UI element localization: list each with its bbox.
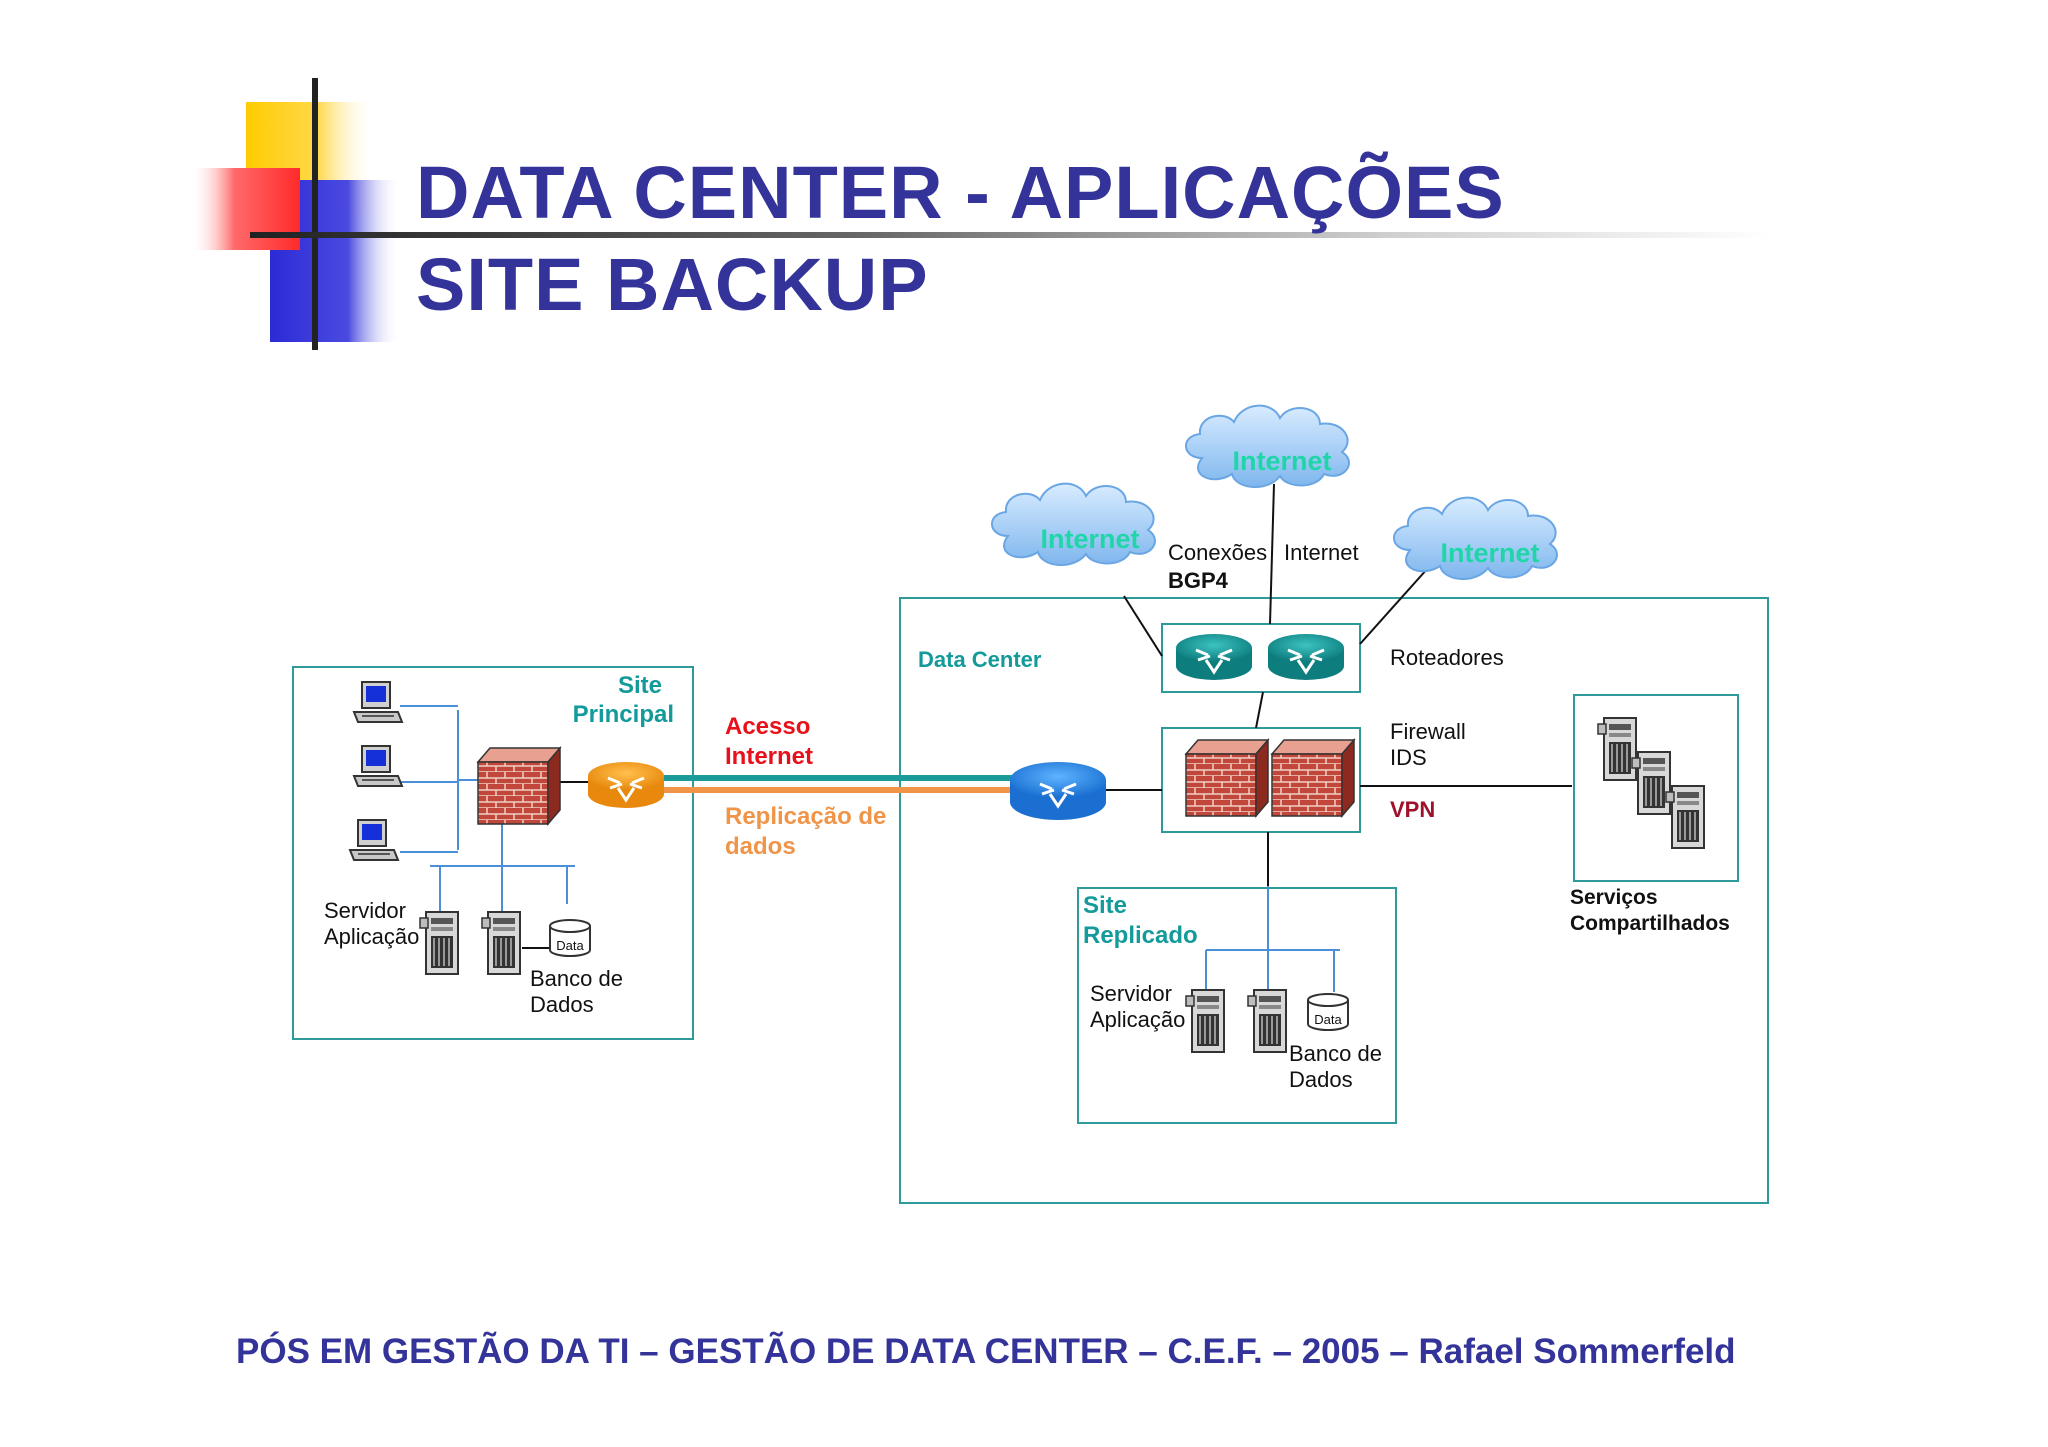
servicos-box <box>1573 694 1739 882</box>
firewall-label: Firewall <box>1390 719 1466 744</box>
firewall-icon <box>1184 737 1270 819</box>
servidor-rep-label-2: Aplicação <box>1090 1007 1185 1032</box>
db-data-label: Data <box>556 938 584 953</box>
cloud-label-left: Internet <box>1040 524 1139 554</box>
router-icon <box>1176 634 1252 680</box>
banco-rep-label-2: Dados <box>1289 1067 1353 1092</box>
servicos-label-2: Compartilhados <box>1570 912 1730 935</box>
replicado-lan-lines <box>1205 886 1340 992</box>
slide-footer: PÓS EM GESTÃO DA TI – GESTÃO DE DATA CEN… <box>236 1332 1736 1371</box>
slide-title-line1: DATA CENTER - APLICAÇÕES <box>416 151 1505 234</box>
data-center-label: Data Center <box>918 647 1042 672</box>
servidor-label-2: Aplicação <box>324 924 419 949</box>
ids-label: IDS <box>1390 745 1427 770</box>
server-icon <box>419 911 459 975</box>
internet-cloud-top: Internet <box>1184 404 1350 489</box>
banco-label-1: Banco de <box>530 966 623 991</box>
internet-cloud-right: Internet <box>1392 496 1558 581</box>
site-principal-label-1: Site <box>618 672 662 699</box>
server-icon <box>481 911 521 975</box>
site-replicado-label-2: Replicado <box>1083 922 1198 949</box>
title-rule <box>250 232 1770 238</box>
internet-text-label: Internet <box>1284 540 1359 565</box>
acesso-label-2: Internet <box>725 743 813 770</box>
site-principal-label-2: Principal <box>573 701 674 728</box>
servicos-label-1: Serviços <box>1570 886 1658 909</box>
database-icon: Data <box>1307 993 1349 1031</box>
cloud-label-right: Internet <box>1440 538 1539 568</box>
decorative-logo <box>190 78 400 350</box>
data-center-box <box>899 597 1769 1204</box>
server-icon <box>1247 989 1287 1053</box>
acesso-label-1: Acesso <box>725 713 810 740</box>
site-replicado-label-1: Site <box>1083 892 1127 919</box>
replicacao-label-1: Replicação de <box>725 803 886 830</box>
firewall-icon <box>1270 737 1356 819</box>
site-principal-box <box>292 666 694 1040</box>
pc-icon <box>353 681 403 723</box>
server-icon <box>1597 717 1637 781</box>
firewall-icon <box>476 745 562 827</box>
servidor-rep-label-1: Servidor <box>1090 981 1172 1006</box>
principal-router-icon <box>588 762 664 808</box>
conexoes-label: Conexões <box>1168 540 1267 565</box>
banco-rep-label-1: Banco de <box>1289 1041 1382 1066</box>
db-data-label: Data <box>1314 1012 1342 1027</box>
routers-box <box>1161 623 1361 693</box>
router-icon <box>1268 634 1344 680</box>
edge-router-icon <box>1010 762 1106 820</box>
slide-title-line2: SITE BACKUP <box>416 243 929 326</box>
server-icon <box>1185 989 1225 1053</box>
roteadores-label: Roteadores <box>1390 645 1504 670</box>
cloud-label-top: Internet <box>1232 446 1331 476</box>
vertical-bar <box>312 78 318 350</box>
database-icon: Data <box>549 919 591 957</box>
vpn-label: VPN <box>1390 797 1435 822</box>
internet-cloud-left: Internet <box>990 482 1156 567</box>
datacenter-lines <box>1106 483 1572 1023</box>
site-replicado-box <box>1077 887 1397 1124</box>
bgp4-label: BGP4 <box>1168 568 1229 593</box>
servidor-label-1: Servidor <box>324 898 406 923</box>
pc-icon <box>349 819 399 861</box>
pc-icon <box>353 745 403 787</box>
banco-label-2: Dados <box>530 992 594 1017</box>
replicacao-label-2: dados <box>725 833 796 860</box>
server-icon <box>1631 751 1671 815</box>
server-icon <box>1665 785 1705 849</box>
firewall-box <box>1161 727 1361 833</box>
